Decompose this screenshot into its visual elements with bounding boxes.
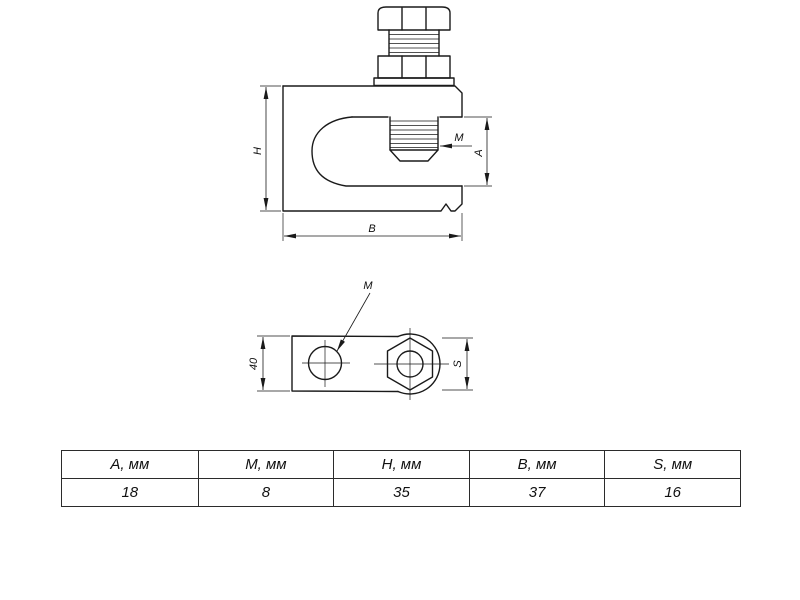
dim-b-label: B — [368, 223, 375, 235]
dim-s-label: S — [452, 360, 464, 368]
table-value-cell-s: 16 — [604, 479, 740, 506]
clamp-body — [282, 85, 463, 212]
bolt-shank-thread-lines — [389, 34, 439, 53]
clamp-top-arm — [282, 85, 463, 118]
center-lines — [302, 328, 449, 400]
dim-s-extension-lines — [442, 337, 473, 391]
leader-m-line — [336, 292, 371, 352]
bolt-head — [377, 6, 451, 31]
top-view: M 40 S — [248, 280, 473, 400]
front-view-dimensions: H B A M — [252, 85, 492, 241]
leader-m-label: M — [363, 280, 373, 292]
clamp-lower-arm — [282, 85, 463, 212]
dim-h-label: H — [252, 147, 264, 155]
dim-h-extension-lines — [260, 85, 281, 212]
clamp-inner-profile — [311, 116, 463, 187]
dimension-table: A, мм M, мм H, мм B, мм S, мм 18 8 35 37… — [61, 450, 741, 507]
table-value-cell-h: 35 — [333, 479, 469, 506]
jam-nut-facets — [401, 55, 427, 79]
bolt — [373, 6, 455, 162]
table-value-cell-m: 8 — [197, 479, 334, 506]
table-value-cell-a: 18 — [121, 484, 139, 501]
bolt-lower-thread-lines — [390, 120, 438, 148]
dim-b-extension-lines — [282, 213, 463, 241]
table-header-cell-m: M, мм — [197, 451, 334, 478]
table-value-cell-b: 37 — [468, 479, 605, 506]
table-header-cell-a: A, мм — [110, 456, 150, 473]
table-header-cell-h: H, мм — [333, 451, 469, 478]
table-header-row: A, мм M, мм H, мм B, мм S, мм — [62, 451, 740, 479]
table-header-cell-b: B, мм — [468, 451, 605, 478]
bolt-shank-edges — [388, 29, 440, 57]
bolt-lower-thread-edges — [389, 116, 439, 151]
dim-a-label: A — [473, 149, 485, 157]
bolt-head-facets — [401, 7, 427, 31]
dim-width-label: 40 — [248, 357, 260, 370]
dim-a-extension-lines — [464, 116, 492, 187]
dim-width-extension-lines — [257, 335, 290, 392]
technical-drawing: H B A M — [248, 6, 492, 400]
bolt-tip — [389, 149, 439, 162]
washer — [373, 77, 455, 87]
jam-nut — [377, 55, 451, 79]
front-view: H B A M — [252, 6, 492, 241]
table-value-row: 18 8 35 37 16 — [62, 479, 740, 506]
dim-m-label: M — [454, 132, 464, 144]
table-header-cell-s: S, мм — [604, 451, 740, 478]
